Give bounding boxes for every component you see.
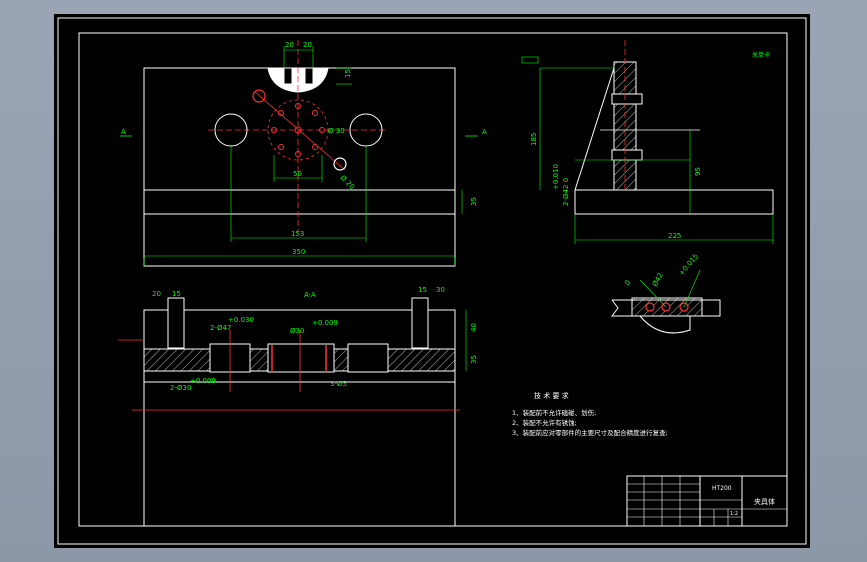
title-part-name: 夹具体 xyxy=(754,497,775,506)
side-dim-225: 225 xyxy=(668,232,681,240)
side-dim-95: 95 xyxy=(694,167,702,176)
sec-dim-11: 3-Ø5 xyxy=(330,380,347,388)
title-block: HT200 夹具体 1:2 xyxy=(626,475,788,527)
tech-req-item-1: 1、装配前不允许磕碰、划伤; xyxy=(512,408,596,417)
section-mark-right: A xyxy=(482,128,487,136)
top-dim-pcd: 50 xyxy=(293,170,302,178)
sec-dim-9: 2-Ø30 xyxy=(170,384,191,392)
top-dim-center: Ø 30 xyxy=(328,127,345,135)
section-view: A-A 20 15 15 30 2-Ø47 +0.030 Ø30 +0.009 … xyxy=(118,286,478,527)
sec-dim-13: 35 xyxy=(470,355,478,364)
sec-dim-2: 15 xyxy=(172,290,181,298)
sec-dim-6: +0.030 xyxy=(228,316,254,324)
side-dim-bore: 2-Ø42 0 xyxy=(562,178,570,206)
top-dim-350: 350 xyxy=(292,248,305,256)
side-dim-185: 185 xyxy=(530,133,538,146)
tech-req-item-2: 2、装配不允许有锈蚀; xyxy=(512,418,577,427)
sec-dim-1: 20 xyxy=(152,290,161,298)
drawing-sheet xyxy=(54,14,810,548)
top-dim-thk: 35 xyxy=(470,197,478,206)
sec-dim-3: 15 xyxy=(418,286,427,294)
title-material: HT200 xyxy=(712,485,732,492)
corner-mark: 关单卡 xyxy=(752,51,770,59)
top-dim-3: 15 xyxy=(344,69,352,78)
tech-req-item-3: 3、装配前应对零部件的主要尺寸及配合精度进行复查; xyxy=(512,428,668,437)
detail-dim-2: 0 xyxy=(623,279,632,288)
sheet-outer-border xyxy=(57,17,807,545)
sec-dim-12: 40 xyxy=(470,323,478,332)
top-view: 20 20 15 Ø 20 50 Ø 30 35 153 350 A A xyxy=(120,40,487,267)
sec-dim-7: Ø30 xyxy=(290,327,304,335)
side-dim-tol: +0.010 xyxy=(552,164,560,190)
top-dim-2: 20 xyxy=(303,41,312,49)
section-view-title: A-A xyxy=(304,291,316,299)
sec-dim-4: 30 xyxy=(436,286,445,294)
title-scale: 1:2 xyxy=(730,511,738,517)
tech-req-title: 技 术 要 求 xyxy=(534,391,569,400)
sec-dim-10: +0.009 xyxy=(190,377,216,385)
side-view: 185 +0.010 2-Ø42 0 95 225 xyxy=(521,40,774,244)
sec-dim-5: 2-Ø47 xyxy=(210,324,231,332)
tech-requirements: 技 术 要 求 1、装配前不允许磕碰、划伤; 2、装配不允许有锈蚀; 3、装配前… xyxy=(512,391,668,437)
top-dim-1: 20 xyxy=(285,41,294,49)
top-dim-153: 153 xyxy=(291,230,304,238)
section-mark-left: A xyxy=(121,128,126,136)
sec-dim-8: +0.009 xyxy=(312,319,338,327)
